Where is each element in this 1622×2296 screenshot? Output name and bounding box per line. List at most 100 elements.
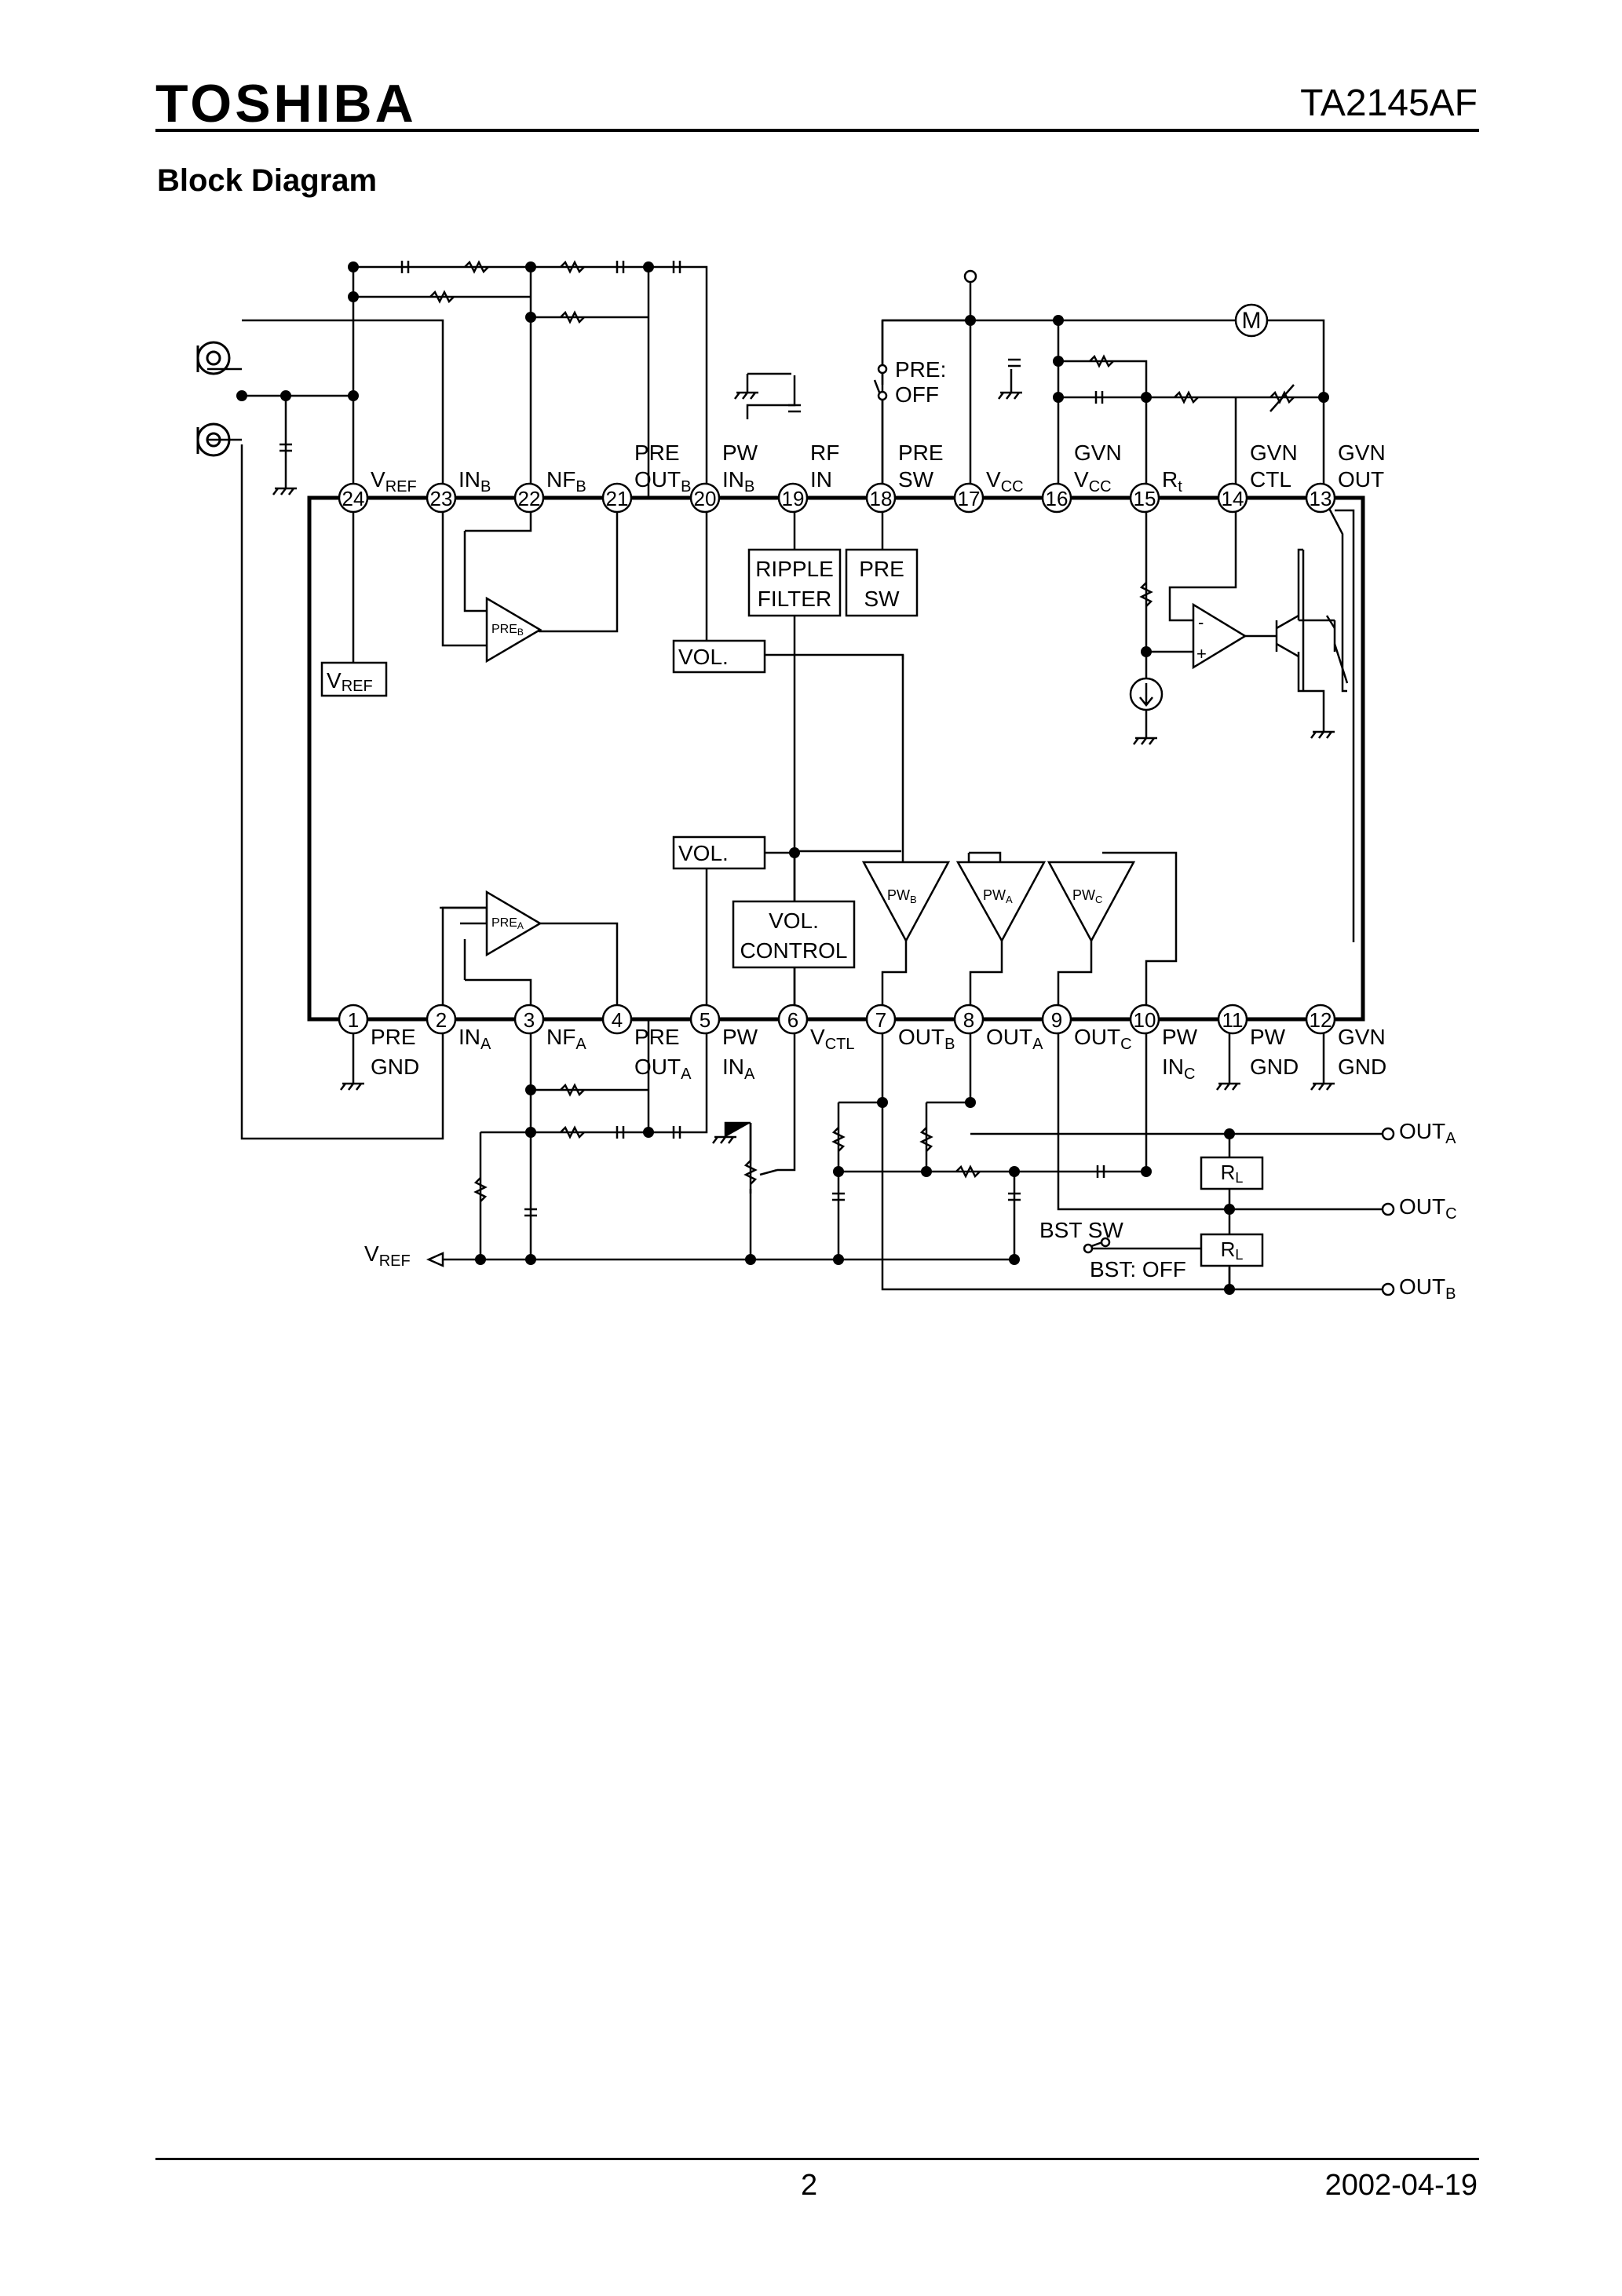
comparator-opamp (1192, 602, 1248, 670)
pin-6-number: 6 (787, 1008, 798, 1032)
pin-14-circle (1217, 482, 1248, 514)
pin-9-circle (1041, 1004, 1072, 1035)
pin-24-circle (338, 482, 369, 514)
pin-3-number: 3 (524, 1008, 535, 1032)
motor-icon (1234, 303, 1269, 338)
pin-20-circle (689, 482, 721, 514)
footer-rule (155, 2158, 1479, 2160)
pre-b-label: PREB (491, 623, 524, 638)
pin-1-label: PRE (371, 1025, 416, 1049)
pin-10-number: 10 (1134, 1008, 1156, 1032)
pin-8-label: OUTA (986, 1025, 1043, 1053)
pin-10-circle (1129, 1004, 1160, 1035)
pin-19-number: 19 (782, 487, 805, 510)
bst-sw-label: BST SW (1039, 1218, 1123, 1242)
pin-13-label: GVN (1338, 441, 1386, 465)
pin-24-label: VREF (371, 467, 417, 495)
pin-22-circle (513, 482, 545, 514)
pin-23-label: INB (458, 467, 491, 495)
ripple-filter-line2: FILTER (758, 587, 831, 611)
pin-22-number: 22 (518, 487, 541, 510)
out-c-label: OUTC (1399, 1194, 1457, 1223)
pin-11-label: PW (1250, 1025, 1286, 1049)
pin-16-number: 16 (1046, 487, 1069, 510)
pin-18-circle (865, 482, 897, 514)
rl-label-1: RL (1221, 1161, 1244, 1186)
pre-a-label: PREA (491, 916, 524, 931)
pin-11-circle (1217, 1004, 1248, 1035)
ic-outline (307, 495, 1365, 1022)
terminal-circles (877, 269, 1395, 1296)
pin-1-label-2: GND (371, 1055, 419, 1079)
vref-block-label: VREF (327, 668, 373, 695)
page-number: 2 (801, 2169, 818, 2202)
pin-11-label-2: GND (1250, 1055, 1299, 1079)
pin-12-label-2: GND (1338, 1055, 1386, 1079)
pin-21-number: 21 (606, 487, 629, 510)
vol-bottom-label: VOL. (678, 841, 729, 865)
pin-16-label-2: VCC (1074, 467, 1112, 495)
pin-1-number: 1 (348, 1008, 359, 1032)
pin-18-label-2: SW (898, 467, 934, 492)
pre-sw-line1: PRE (859, 557, 904, 581)
circuit-wires (207, 265, 1385, 1291)
pin-5-circle (689, 1004, 721, 1035)
pin-8-number: 8 (963, 1008, 974, 1032)
part-number: TA2145AF (1300, 82, 1478, 124)
pin-14-label-2: CTL (1250, 467, 1291, 492)
pin-12-number: 12 (1310, 1008, 1332, 1032)
pin-12-circle (1305, 1004, 1336, 1035)
svg-text:+: + (1196, 644, 1207, 664)
passive-components (279, 260, 1295, 1250)
pin-13-number: 13 (1310, 487, 1332, 510)
bottom-pin-group: 1PREGND2INA3NFA4PREOUTA5PWINA6VCTL7OUTB8… (338, 1004, 1386, 1083)
pin-16-circle (1041, 482, 1072, 514)
vol-control-line2: CONTROL (740, 938, 848, 963)
out-b-label: OUTB (1399, 1274, 1456, 1303)
pin-21-label: PRE (634, 441, 680, 465)
pin-21-circle (601, 482, 633, 514)
out-a-label: OUTA (1399, 1119, 1456, 1147)
amplifier-triangles (485, 596, 1136, 957)
pin-7-circle (865, 1004, 897, 1035)
motor-label: M (1242, 308, 1262, 334)
pin-12-label: GVN (1338, 1025, 1386, 1049)
pin-18-label: PRE (898, 441, 944, 465)
ground-icons (272, 369, 1335, 1144)
pin-9-label: OUTC (1074, 1025, 1132, 1053)
pin-8-circle (953, 1004, 985, 1035)
pin-17-number: 17 (958, 487, 981, 510)
pin-11-number: 11 (1222, 1008, 1244, 1032)
pin-10-label: PW (1162, 1025, 1198, 1049)
pin-3-label: NFA (546, 1025, 586, 1053)
pin-15-label: Rt (1162, 467, 1182, 495)
pin-5-label: PW (722, 1025, 758, 1049)
pin-17-circle (953, 482, 985, 514)
pin-18-number: 18 (870, 487, 893, 510)
pin-2-number: 2 (436, 1008, 447, 1032)
rl-label-2: RL (1221, 1238, 1244, 1263)
pin-7-label: OUTB (898, 1025, 955, 1053)
pw-a-label: PWA (983, 887, 1013, 905)
pin-19-label: RF (810, 441, 839, 465)
pin-14-label: GVN (1250, 441, 1298, 465)
pin-4-label: PRE (634, 1025, 680, 1049)
svg-text:-: - (1198, 612, 1204, 632)
pin-3-circle (513, 1004, 545, 1035)
document-date: 2002-04-19 (1324, 2169, 1478, 2202)
pin-15-circle (1129, 482, 1160, 514)
pw-b-label: PWB (887, 887, 917, 905)
pin-4-number: 4 (612, 1008, 623, 1032)
pin-16-label: GVN (1074, 441, 1122, 465)
pw-c-label: PWC (1072, 887, 1102, 905)
section-title: Block Diagram (157, 163, 378, 198)
vref-output-label: VREF (364, 1241, 411, 1270)
pin-14-number: 14 (1222, 487, 1244, 510)
pin-4-label-2: OUTA (634, 1055, 692, 1083)
pin-15-number: 15 (1134, 487, 1156, 510)
pin-23-number: 23 (430, 487, 453, 510)
pin-21-label-2: OUTB (634, 467, 691, 495)
pin-19-circle (777, 482, 809, 514)
